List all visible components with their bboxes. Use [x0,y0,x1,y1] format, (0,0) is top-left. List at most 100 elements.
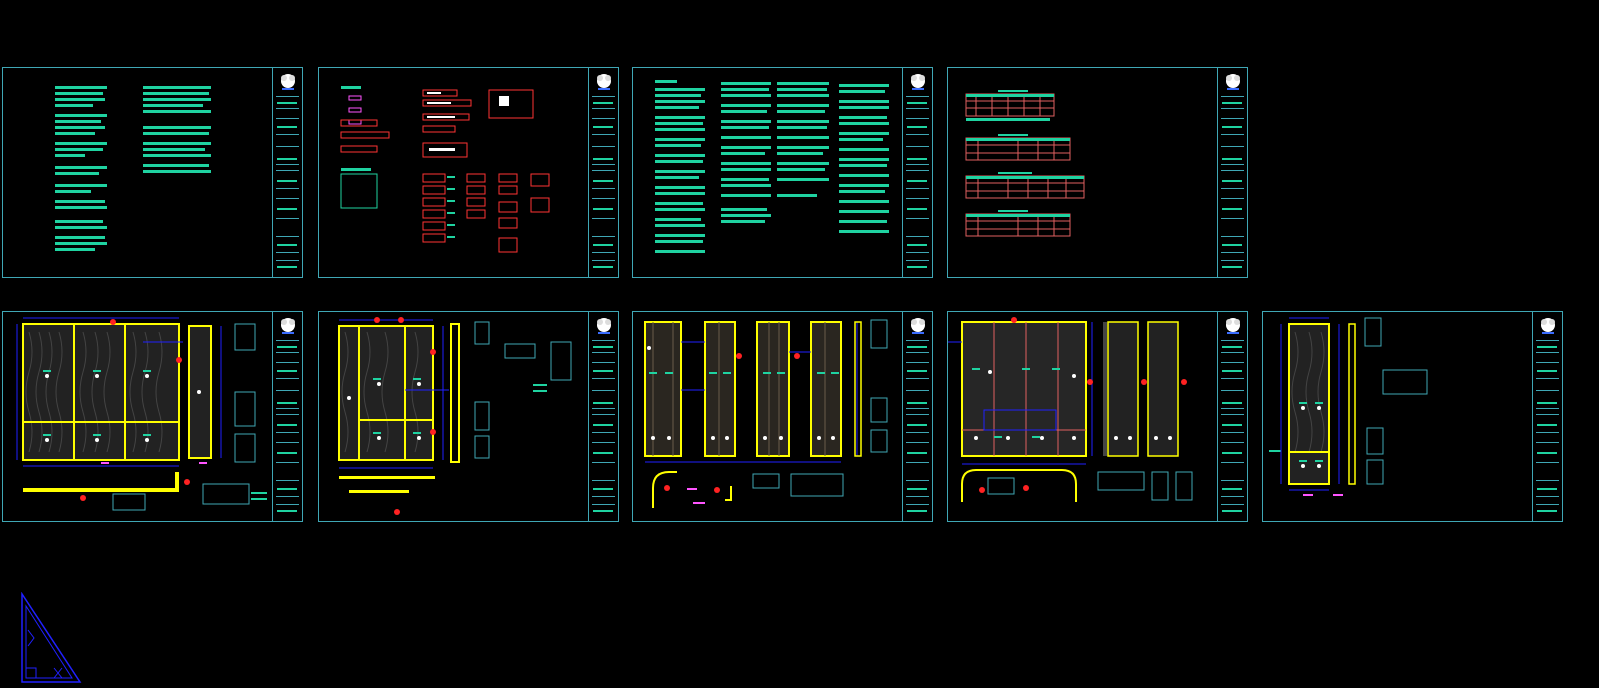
title-block-line [906,462,929,463]
title-block-line [1221,96,1244,97]
drawing-sheet-1[interactable] [2,67,303,278]
title-block-line [907,402,927,404]
drawing-sheet-2[interactable] [318,67,619,278]
drawing-sheet-8[interactable] [947,311,1248,522]
logo-icon [911,318,925,334]
title-block [272,68,302,277]
title-block-line [907,102,927,104]
title-block-line [276,362,299,363]
title-block-line [1221,480,1244,481]
title-block-line [906,390,929,391]
title-block-line [592,414,615,415]
title-block [902,312,932,521]
title-block [1532,312,1562,521]
title-block-line [1537,510,1557,512]
title-block-line [277,266,297,268]
drawing-sheet-6[interactable] [318,311,619,522]
title-block-line [593,510,613,512]
title-block-line [277,424,297,426]
title-block-line [1222,180,1242,182]
title-block-line [276,390,299,391]
title-block-line [906,260,929,261]
title-block [588,312,618,521]
title-block-line [277,208,297,210]
title-block-line [1221,236,1244,237]
title-block-line [276,378,299,379]
title-block-line [1536,390,1559,391]
title-block-line [276,414,299,415]
title-block-line [1537,424,1557,426]
title-block-line [276,118,299,119]
title-block-line [1222,424,1242,426]
title-block-line [1221,252,1244,253]
title-block-line [906,408,929,409]
title-block-line [276,164,299,165]
title-block-line [592,260,615,261]
title-block-line [592,442,615,443]
title-block-line [906,378,929,379]
title-block-line [276,496,299,497]
title-block-line [1537,370,1557,372]
title-block-line [592,480,615,481]
title-block-line [593,346,613,348]
title-block-line [1221,218,1244,219]
title-block-line [1536,414,1559,415]
title-block-line [592,118,615,119]
drawing-sheet-7[interactable] [632,311,933,522]
title-block-line [907,370,927,372]
title-block-line [592,378,615,379]
drawing-sheet-3[interactable] [632,67,933,278]
title-block-line [1221,340,1244,341]
title-block-line [1536,442,1559,443]
title-block-line [276,408,299,409]
title-block-line [592,352,615,353]
title-block-line [1221,134,1244,135]
title-block-line [907,488,927,490]
title-block-line [592,340,615,341]
title-block-line [1221,108,1244,109]
title-block-line [276,96,299,97]
title-block-line [1537,346,1557,348]
title-block-line [1222,510,1242,512]
title-block-line [277,244,297,246]
drawing-sheet-4[interactable] [947,67,1248,278]
title-block-line [276,252,299,253]
title-block [588,68,618,277]
logo-icon [597,318,611,334]
title-block-line [276,188,299,189]
title-block-line [1222,370,1242,372]
title-block-line [1221,390,1244,391]
title-block-line [907,126,927,128]
title-block-line [592,390,615,391]
title-block-line [592,504,615,505]
title-block-line [277,370,297,372]
title-block-line [592,164,615,165]
title-block-line [906,108,929,109]
logo-icon [1226,74,1240,90]
title-block-line [906,340,929,341]
title-block-line [592,252,615,253]
title-block-line [593,370,613,372]
title-block-line [277,402,297,404]
sheet-5-content [16,317,267,511]
title-block-line [906,164,929,165]
title-block-line [592,496,615,497]
sheet-7-content [644,319,888,508]
drawing-sheet-5[interactable] [2,311,303,522]
title-block-line [276,340,299,341]
title-block-line [593,424,613,426]
title-block-line [907,510,927,512]
title-block-line [276,198,299,199]
title-block-line [906,188,929,189]
title-block-line [1536,462,1559,463]
sheet-3-content [655,80,889,253]
title-block-line [1536,378,1559,379]
title-block-line [906,352,929,353]
title-block-line [1537,402,1557,404]
title-block-line [1537,488,1557,490]
title-block-line [1221,260,1244,261]
drawing-sheet-9[interactable] [1262,311,1563,522]
title-block [272,312,302,521]
title-block-line [592,462,615,463]
